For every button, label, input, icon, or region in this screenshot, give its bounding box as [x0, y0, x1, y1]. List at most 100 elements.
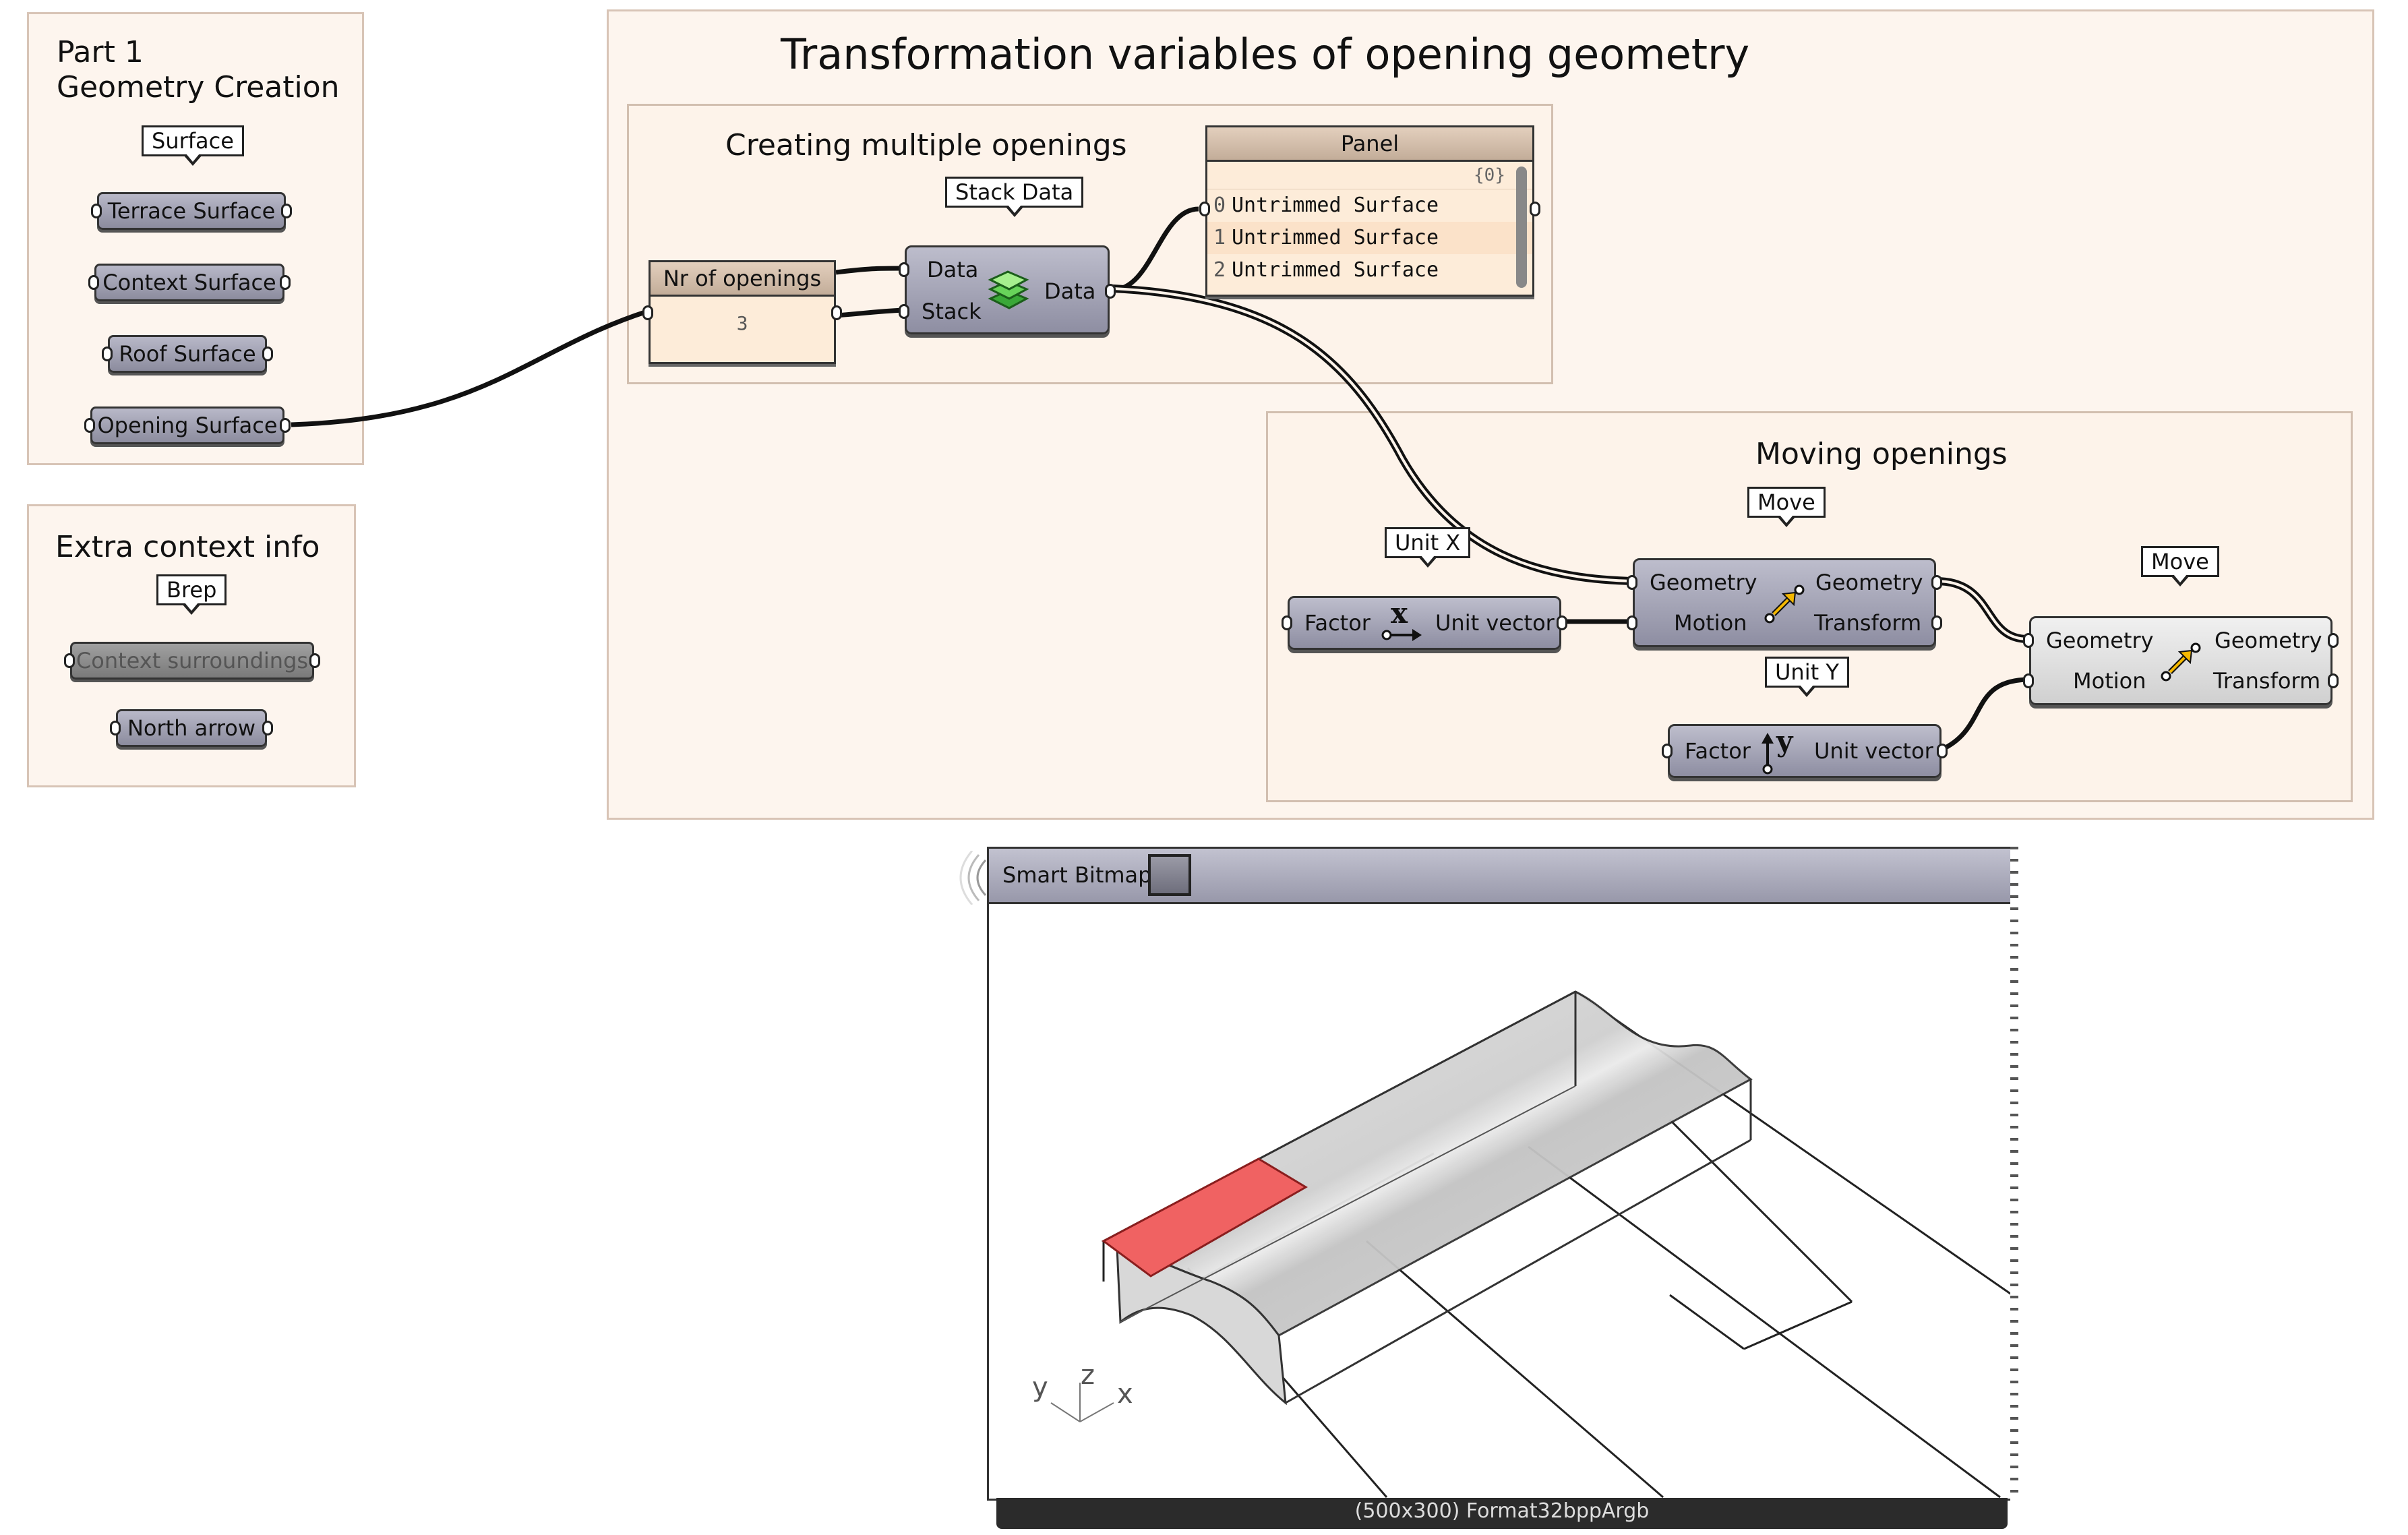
input-grip[interactable] [1282, 615, 1292, 630]
axes-indicator [1050, 1383, 1114, 1422]
group-multiple-openings-title: Creating multiple openings [725, 128, 1127, 162]
move2-in-geometry: Geometry [2046, 628, 2154, 653]
input-grip-motion[interactable] [2023, 673, 2034, 688]
opening-surface-highlight [1102, 1157, 1308, 1277]
context-surface-label: Context Surface [102, 270, 276, 295]
unit-y-component[interactable]: Factor y Unit vector [1662, 724, 1948, 778]
wireless-icon [959, 851, 987, 905]
roof-surface-param[interactable]: Roof Surface [102, 335, 273, 373]
input-grip[interactable] [102, 347, 113, 361]
move1-in-motion: Motion [1674, 610, 1747, 636]
stack-in-data: Data [927, 257, 979, 282]
unit-y-glyph: y [1776, 725, 1793, 758]
group-part1-title-line2: Geometry Creation [57, 70, 340, 104]
input-grip-geometry[interactable] [1627, 575, 1637, 590]
opening-surface-label: Opening Surface [97, 413, 278, 438]
input-grip-stack[interactable] [899, 304, 909, 319]
output-grip[interactable] [1530, 202, 1540, 216]
output-grip[interactable] [1937, 744, 1948, 758]
panel-row-index: 1 [1213, 226, 1226, 249]
panel-row-text: Untrimmed Surface [1232, 226, 1439, 249]
image-icon [1148, 854, 1191, 896]
unit-x-out: Unit vector [1435, 610, 1555, 636]
model-render: y z x [1032, 990, 2012, 1499]
group-part1-title-line1: Part 1 [57, 35, 144, 69]
output-grip[interactable] [262, 721, 273, 735]
input-grip[interactable] [84, 418, 95, 433]
move2-out-geometry: Geometry [2215, 628, 2322, 653]
arrow-up-icon [1762, 733, 1774, 775]
terrace-surface-param[interactable]: Terrace Surface [91, 192, 292, 230]
unit-y-out: Unit vector [1814, 738, 1933, 764]
bitmap-header[interactable]: Smart Bitmap [987, 847, 2014, 902]
main-title: Transformation variables of opening geom… [781, 30, 1750, 79]
unit-y-tag: Unit Y [1765, 657, 1849, 697]
output-grip[interactable] [309, 653, 320, 668]
axis-z-label: z [1081, 1360, 1095, 1391]
roof-front-face [1116, 1246, 1287, 1406]
panel-row-index: 0 [1213, 193, 1226, 217]
bitmap-footer: (500x300) Format32bppArgb [996, 1498, 2008, 1529]
panel-row-index: 2 [1213, 258, 1226, 282]
nr-openings-value[interactable]: 3 [736, 312, 748, 334]
output-grip-transform[interactable] [1931, 615, 1942, 630]
panel-path: {0} [1474, 165, 1505, 185]
input-grip-motion[interactable] [1627, 615, 1637, 630]
north-arrow-param[interactable]: North arrow [110, 709, 273, 747]
unit-x-in: Factor [1304, 610, 1371, 636]
group-part1-title: Part 1 Geometry Creation [57, 35, 340, 105]
output-grip[interactable] [1105, 284, 1116, 299]
unit-x-glyph: x [1391, 597, 1408, 630]
nr-openings-label: Nr of openings [651, 262, 834, 297]
stack-data-component[interactable]: Data Stack Data [899, 245, 1116, 334]
context-surroundings-param[interactable]: Context surroundings [64, 642, 320, 680]
output-grip[interactable] [831, 305, 842, 320]
brep-tag: Brep [156, 574, 227, 615]
output-grip[interactable] [262, 347, 273, 361]
axis-x-label: x [1117, 1379, 1133, 1410]
stack-data-tag: Stack Data [945, 177, 1084, 217]
output-grip[interactable] [281, 204, 292, 218]
output-grip[interactable] [1557, 615, 1567, 630]
unit-x-component[interactable]: Factor x Unit vector [1282, 596, 1567, 650]
output-grip[interactable] [280, 275, 291, 290]
output-grip[interactable] [280, 418, 291, 433]
output-grip-transform[interactable] [2328, 673, 2339, 688]
input-grip[interactable] [64, 653, 75, 668]
move1-tag: Move [1747, 487, 1826, 527]
move1-component[interactable]: Geometry Motion Geometry Transform [1627, 558, 1942, 647]
input-grip[interactable] [642, 305, 653, 320]
move-icon [1764, 584, 1805, 624]
move1-out-transform: Transform [1814, 610, 1922, 636]
panel-scrollbar[interactable] [1516, 167, 1527, 288]
input-grip[interactable] [110, 721, 121, 735]
arrow-right-icon [1381, 629, 1422, 641]
input-grip-data[interactable] [899, 262, 909, 277]
input-grip-geometry[interactable] [2023, 633, 2034, 648]
north-arrow-label: North arrow [127, 715, 256, 741]
input-grip[interactable] [88, 275, 99, 290]
unit-y-in: Factor [1685, 738, 1751, 764]
bitmap-zigzag-edge [2010, 847, 2018, 1501]
output-grip-geometry[interactable] [1931, 575, 1942, 590]
nr-openings-slider[interactable]: Nr of openings 3 [642, 260, 842, 364]
output-grip-geometry[interactable] [2328, 633, 2339, 648]
move2-component[interactable]: Geometry Motion Geometry Transform [2023, 616, 2339, 705]
input-grip[interactable] [1662, 744, 1673, 758]
context-surface-param[interactable]: Context Surface [88, 264, 291, 301]
opening-surface-param[interactable]: Opening Surface [84, 407, 291, 444]
group-extra-title: Extra context info [55, 530, 320, 564]
smart-bitmap-component[interactable]: Smart Bitmap [959, 847, 2018, 1529]
panel-title: Panel [1207, 127, 1532, 162]
surface-tag: Surface [142, 125, 244, 166]
bitmap-footer-text: (500x300) Format32bppArgb [1354, 1499, 1650, 1523]
input-grip[interactable] [91, 204, 102, 218]
roof-surface-label: Roof Surface [119, 341, 256, 367]
stack-out-data: Data [1044, 278, 1096, 304]
input-grip[interactable] [1199, 202, 1210, 216]
move-icon [2161, 642, 2201, 682]
axis-y-label: y [1032, 1372, 1048, 1403]
stack-icon [988, 270, 1029, 309]
